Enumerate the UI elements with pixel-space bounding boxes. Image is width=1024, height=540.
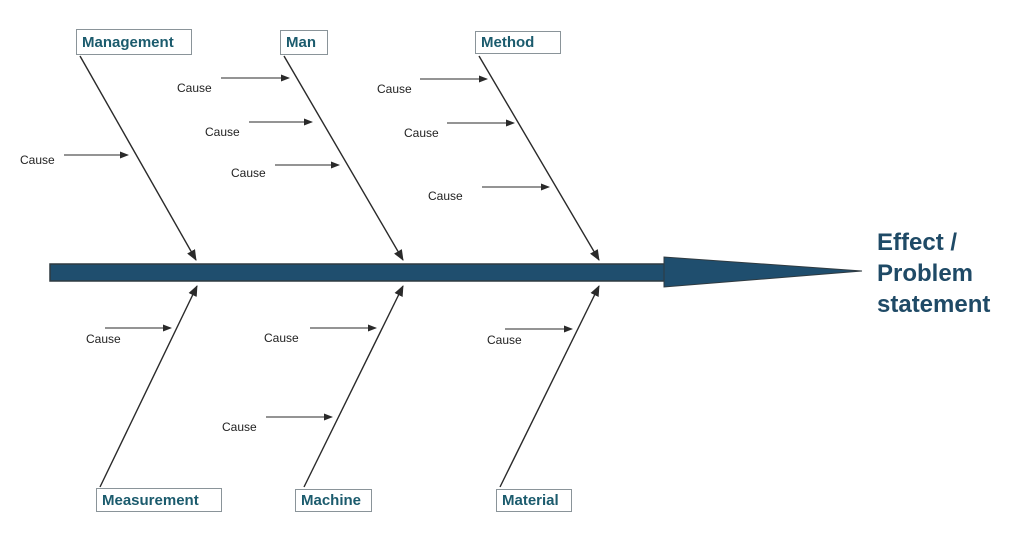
- cause-label-man-3: Cause: [231, 166, 266, 180]
- material-bone: [499, 285, 600, 488]
- cause-label-method-2: Cause: [404, 126, 439, 140]
- cause-label-method-3: Cause: [428, 189, 463, 203]
- category-box-measurement: Measurement: [96, 488, 222, 512]
- category-box-material: Material: [496, 489, 572, 512]
- cause-label-man-2: Cause: [205, 125, 240, 139]
- effect-line-2: Problem: [877, 260, 974, 287]
- effect-line-3: statement: [877, 291, 991, 318]
- cause-label-machine-1: Cause: [264, 331, 299, 345]
- category-box-management: Management: [76, 29, 192, 55]
- cause-label-machine-2: Cause: [222, 420, 257, 434]
- cause-label-measurement-1: Cause: [86, 332, 121, 346]
- management-bone: [79, 55, 197, 261]
- method-bone: [478, 55, 600, 261]
- category-box-man: Man: [280, 30, 328, 55]
- effect-problem-statement: Effect / Problem statement: [877, 227, 990, 320]
- cause-label-management-1: Cause: [20, 153, 55, 167]
- machine-bone: [303, 285, 404, 488]
- spine-bar: [49, 263, 667, 282]
- cause-label-method-1: Cause: [377, 82, 412, 96]
- man-bone: [283, 55, 404, 261]
- cause-label-man-1: Cause: [177, 81, 212, 95]
- category-box-machine: Machine: [295, 489, 372, 512]
- category-box-method: Method: [475, 31, 561, 54]
- spine-arrowhead-icon: [663, 256, 863, 288]
- cause-label-material-1: Cause: [487, 333, 522, 347]
- measurement-bone: [99, 285, 198, 488]
- effect-line-1: Effect /: [877, 229, 958, 256]
